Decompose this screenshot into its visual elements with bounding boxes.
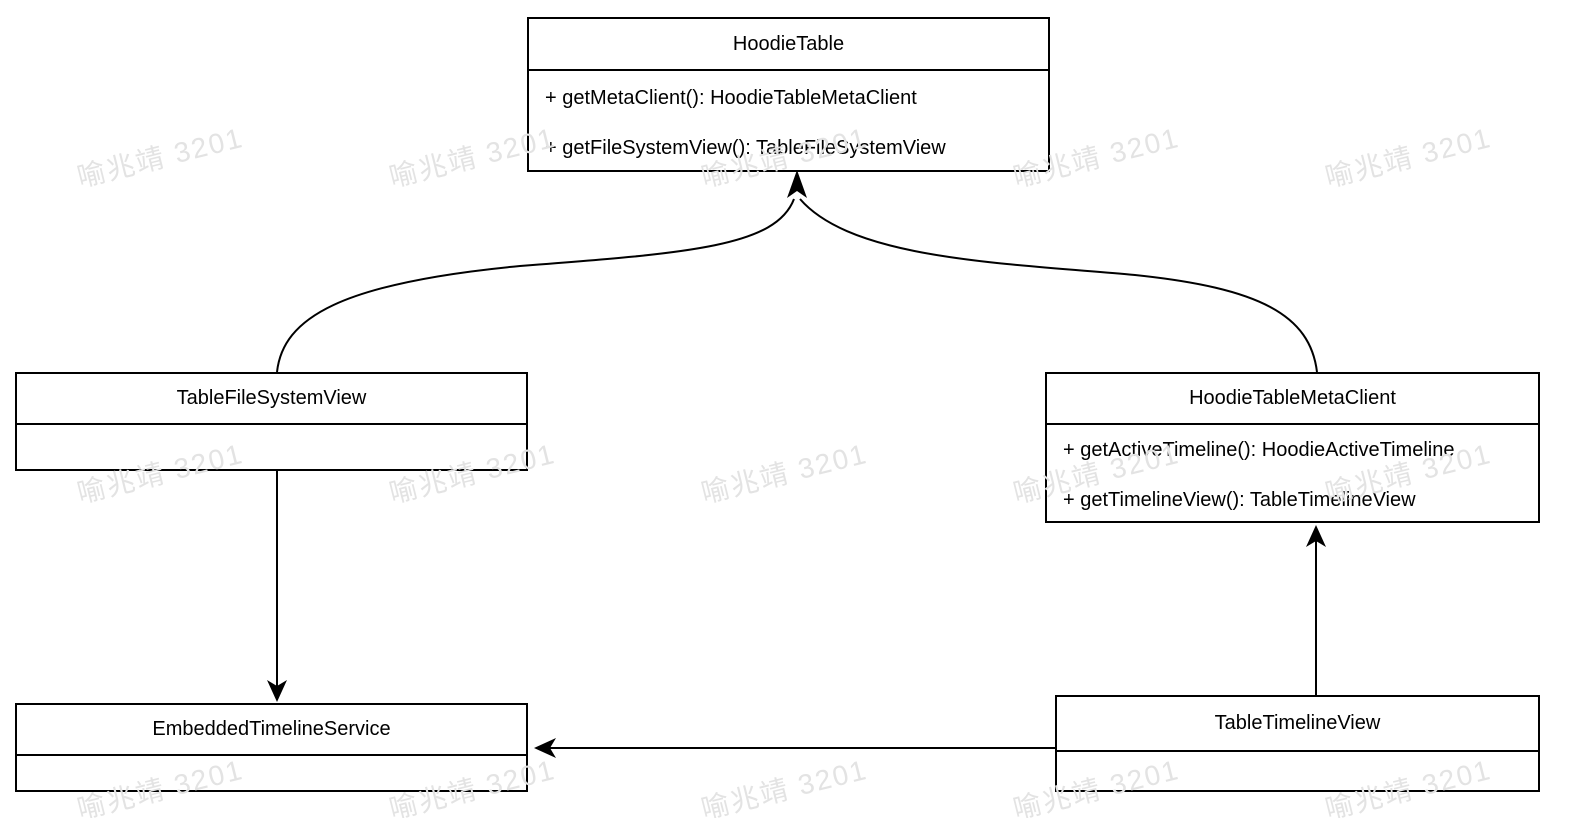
class-methods-hoodietable: + getMetaClient(): HoodieTableMetaClient…: [529, 71, 1048, 173]
class-methods-tabletimelineview: [1057, 752, 1538, 790]
class-methods-hoodietablemetaclient: + getActiveTimeline(): HoodieActiveTimel…: [1047, 425, 1538, 525]
method-gettimelineview: + getTimelineView(): TableTimelineView: [1063, 489, 1416, 511]
class-methods-tablefilesystemview: [17, 425, 526, 469]
method-getactivetimeline: + getActiveTimeline(): HoodieActiveTimel…: [1063, 439, 1455, 461]
class-box-hoodietablemetaclient: HoodieTableMetaClient + getActiveTimelin…: [1045, 372, 1540, 523]
class-box-hoodietable: HoodieTable + getMetaClient(): HoodieTab…: [527, 17, 1050, 172]
arrowhead-into-embeddedtimelineservice-right: [534, 738, 556, 758]
method-getmetaclient: + getMetaClient(): HoodieTableMetaClient: [545, 87, 917, 109]
arrowhead-into-hoodietablemetaclient: [1306, 525, 1326, 547]
class-title-hoodietablemetaclient: HoodieTableMetaClient: [1047, 374, 1538, 425]
edge-tablefilesystemview-to-hoodietable: [276, 198, 795, 373]
class-title-tabletimelineview: TableTimelineView: [1057, 697, 1538, 752]
arrowhead-into-embeddedtimelineservice-top: [267, 680, 287, 702]
class-methods-embeddedtimelineservice: [17, 756, 526, 790]
method-getfilesystemview: + getFileSystemView(): TableFileSystemVi…: [545, 137, 946, 159]
class-box-embeddedtimelineservice: EmbeddedTimelineService: [15, 703, 528, 792]
class-box-tablefilesystemview: TableFileSystemView: [15, 372, 528, 471]
class-box-tabletimelineview: TableTimelineView: [1055, 695, 1540, 792]
class-title-embeddedtimelineservice: EmbeddedTimelineService: [17, 705, 526, 756]
edge-hoodietablemetaclient-to-hoodietable: [799, 198, 1318, 373]
class-title-tablefilesystemview: TableFileSystemView: [17, 374, 526, 425]
class-title-hoodietable: HoodieTable: [529, 19, 1048, 71]
arrowhead-into-hoodietable: [787, 170, 807, 198]
